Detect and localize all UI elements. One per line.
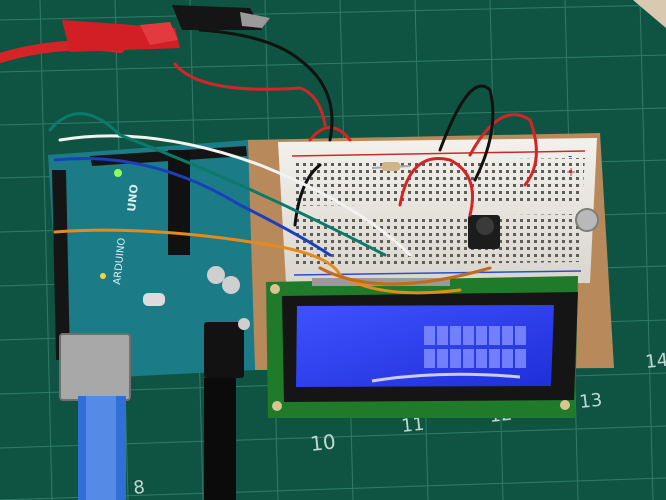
usb-port [59, 333, 131, 401]
lcd-cell [515, 326, 526, 345]
atmega-chip [168, 150, 190, 255]
lcd-glare [371, 372, 521, 383]
lcd-cell [450, 326, 461, 345]
wire-teal [48, 112, 387, 257]
wire-orange-2 [318, 266, 492, 286]
metal-standoff [575, 208, 599, 232]
rail-plus-label: + [566, 165, 576, 179]
wire-red-5 [398, 157, 474, 217]
mat-number-14: 14 [644, 350, 666, 373]
arduino-brand-label: ARDUINO [112, 237, 128, 285]
lcd-cell [476, 349, 487, 368]
lcd-cell [502, 326, 513, 345]
breadboard-holes-bottom [294, 214, 582, 266]
potentiometer [468, 215, 500, 249]
mat-number-8: 8 [132, 477, 146, 499]
capacitor-2 [222, 276, 240, 294]
arduino-pcb [48, 140, 255, 380]
lcd-module [266, 276, 578, 418]
resistor [371, 162, 411, 171]
power-led [114, 169, 122, 177]
status-led [100, 273, 106, 279]
wire-white [58, 134, 412, 257]
lcd-cell [502, 349, 513, 368]
lcd-mount-hole-br [560, 400, 570, 410]
breadboard: + - [278, 138, 597, 283]
lcd-character-cells [424, 326, 526, 368]
arduino-board: ARDUINO UNO [48, 140, 255, 401]
usb-cable [78, 396, 126, 500]
wire-black [198, 28, 334, 142]
alligator-clip-black [172, 5, 270, 30]
crystal [143, 293, 165, 306]
lcd-cell [437, 349, 448, 368]
lcd-cell [424, 326, 435, 345]
reset-button [238, 318, 250, 330]
lcd-cell [450, 349, 461, 368]
lcd-cell [463, 326, 474, 345]
breadboard-holes-top [292, 158, 585, 206]
mat-number-11: 11 [400, 414, 425, 437]
mat-number-13: 13 [578, 390, 603, 413]
dc-cable [204, 378, 236, 500]
wires [0, 28, 538, 295]
rail-minus-label: - [568, 149, 572, 163]
capacitor-1 [207, 266, 225, 284]
arduino-header-left [52, 170, 70, 360]
lcd-cell [437, 326, 448, 345]
paper-corner [633, 0, 666, 28]
lcd-cell [463, 349, 474, 368]
mat-number-10: 10 [309, 429, 337, 456]
wire-red-4 [468, 113, 538, 187]
wire-red-3 [308, 126, 352, 142]
rail-line-blue [293, 270, 582, 276]
wire-orange [53, 228, 462, 295]
wire-black-2 [438, 84, 495, 182]
lcd-header-pins [312, 278, 450, 286]
arduino-model-label: UNO [125, 184, 141, 213]
lcd-cell [489, 326, 500, 345]
wire-red-2 [173, 62, 327, 127]
lcd-mount-hole-bl [272, 401, 282, 411]
lcd-cell [515, 349, 526, 368]
lcd-cell [489, 349, 500, 368]
wire-blue [53, 156, 332, 257]
wire-black-3 [293, 163, 322, 227]
dc-jack [204, 322, 244, 378]
lcd-mount-hole-tl [270, 284, 280, 294]
alligator-clip-red [62, 20, 180, 52]
lcd-cell [476, 326, 487, 345]
lcd-cell [424, 349, 435, 368]
